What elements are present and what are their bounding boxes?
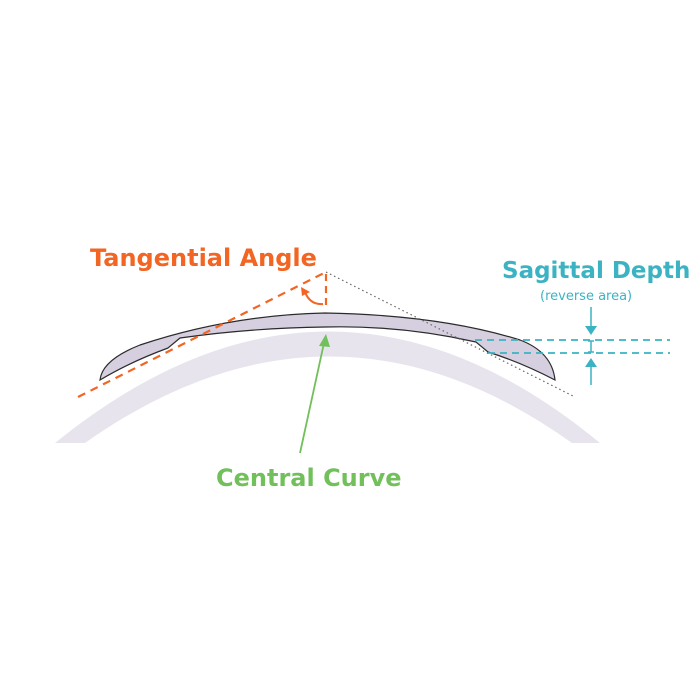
sagittal-depth-label: Sagittal Depth — [502, 258, 690, 284]
tangential-dashed-line — [77, 271, 327, 398]
central-curve-label: Central Curve — [216, 464, 402, 492]
tangent-dotted-line — [325, 271, 576, 398]
angle-arrowhead-icon — [301, 287, 310, 296]
cornea-arc — [55, 331, 600, 443]
sagittal-down-arrow-icon — [585, 326, 597, 335]
central-curve-arrowhead-icon — [319, 334, 330, 347]
angle-arc — [304, 291, 324, 306]
sagittal-depth-note: (reverse area) — [540, 289, 632, 304]
tangential-angle-label: Tangential Angle — [90, 244, 317, 272]
central-curve-arrow-shaft — [299, 342, 325, 454]
contact-lens — [99, 312, 556, 382]
sagittal-up-arrow-icon — [585, 358, 597, 367]
